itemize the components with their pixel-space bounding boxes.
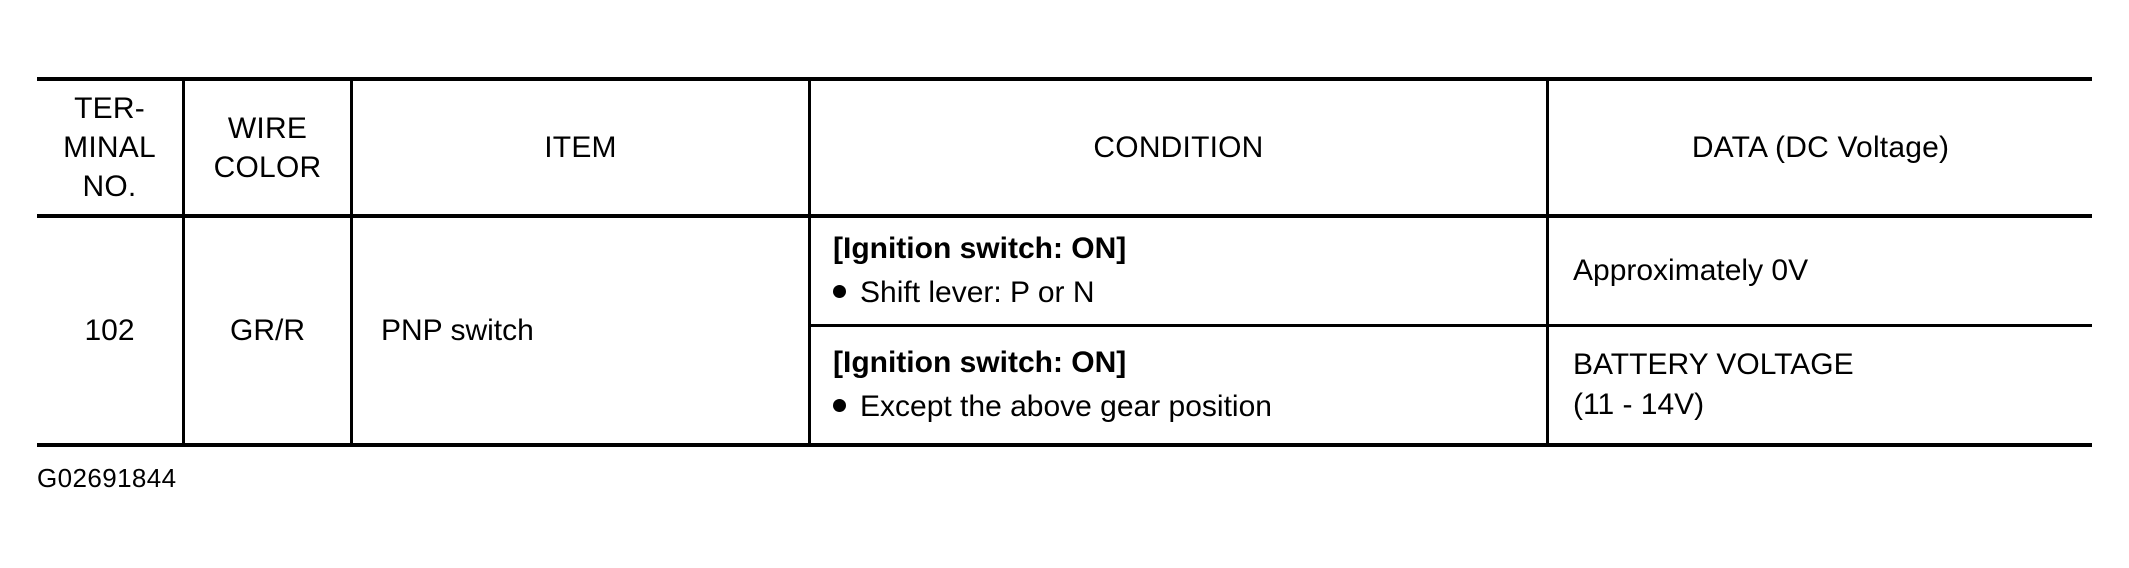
cell-condition-subrow-2: [Ignition switch: ON] Except the above g… — [811, 327, 1546, 443]
condition-bullet-label: Shift lever: P or N — [860, 276, 1095, 309]
column-header-data: DATA (DC Voltage) — [1691, 131, 1950, 164]
condition-heading: [Ignition switch: ON] — [833, 232, 1127, 265]
bullet-dot-icon — [833, 285, 846, 298]
condition-bullet-item: Shift lever: P or N — [833, 276, 1546, 310]
column-divider-terminal-wire — [182, 79, 185, 445]
cell-data-subrow-2: BATTERY VOLTAGE (11 - 14V) — [1549, 327, 2092, 443]
cell-terminal-no: 102 — [84, 313, 135, 347]
column-divider-item-condition — [808, 79, 811, 445]
column-header-wire-color: WIRE COLOR — [213, 111, 322, 184]
bullet-dot-icon — [833, 399, 846, 412]
terminal-data-table: TER- MINAL NO. WIRE COLOR ITEM CONDITION… — [37, 77, 2092, 447]
subrow-divider — [808, 324, 2092, 327]
figure-id-caption: G02691844 — [37, 463, 177, 493]
cell-data-subrow-1: Approximately 0V — [1549, 218, 2092, 324]
cell-wire-color: GR/R — [230, 313, 305, 347]
table-top-border — [37, 77, 2092, 81]
table-bottom-border — [37, 443, 2092, 447]
column-header-terminal-no: TER- MINAL NO. — [63, 92, 156, 203]
cell-item: PNP switch — [381, 313, 534, 347]
condition-bullet-label: Except the above gear position — [860, 390, 1272, 423]
column-header-item: ITEM — [544, 131, 617, 164]
header-body-divider — [37, 214, 2092, 218]
data-value-line-1: Approximately 0V — [1573, 254, 1809, 288]
column-divider-wire-item — [350, 79, 353, 445]
cell-condition-subrow-1: [Ignition switch: ON] Shift lever: P or … — [811, 218, 1546, 324]
condition-heading: [Ignition switch: ON] — [833, 346, 1127, 379]
condition-bullet-item: Except the above gear position — [833, 390, 1546, 424]
data-value-line-1: BATTERY VOLTAGE — [1573, 348, 1854, 382]
data-value-line-2: (11 - 14V) — [1573, 388, 1705, 421]
column-divider-condition-data — [1546, 79, 1549, 445]
column-header-condition: CONDITION — [1093, 131, 1264, 164]
